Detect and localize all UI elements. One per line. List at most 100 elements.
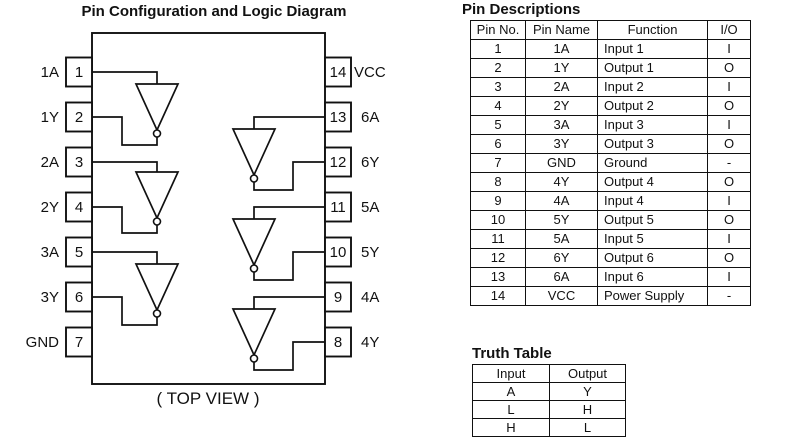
cell-pin-name: 4A [525, 191, 598, 211]
pin-label: 4A [361, 289, 379, 306]
cell-io: I [707, 77, 751, 97]
table-row: 14 VCC Power Supply - [470, 286, 751, 306]
pin-box [65, 56, 93, 88]
cell-function: Output 5 [597, 210, 708, 230]
cell-io: I [707, 229, 751, 249]
col-header-input: Input [472, 364, 550, 383]
top-view-caption: ( TOP VIEW ) [157, 389, 260, 408]
pin-6: 6 3Y [41, 281, 93, 313]
pin-number: 11 [330, 199, 346, 216]
table-row: A Y [472, 382, 626, 401]
col-header-io: I/O [707, 20, 751, 40]
cell-pin-name: 1A [525, 39, 598, 59]
cell-function: Output 2 [597, 96, 708, 116]
table-row: 1 1A Input 1 I [470, 39, 751, 59]
pin-number: 13 [330, 109, 347, 126]
pin-box [324, 326, 352, 358]
pin-box [324, 236, 352, 268]
inverter-gate-3 [134, 263, 180, 318]
cell-function: Output 1 [597, 58, 708, 78]
cell-io: - [707, 286, 751, 306]
cell-pin-no: 14 [470, 286, 526, 306]
cell-function: Input 6 [597, 267, 708, 287]
inverter-gate-4 [231, 308, 277, 363]
cell-pin-name: 1Y [525, 58, 598, 78]
inverter-gate-1 [134, 83, 180, 138]
cell-input: L [472, 400, 550, 419]
cell-io: O [707, 58, 751, 78]
inverter-bubble-icon [249, 174, 259, 183]
cell-function: Input 4 [597, 191, 708, 211]
pin-configuration-diagram: Pin Configuration and Logic Diagram [26, 3, 386, 408]
col-header-output: Output [549, 364, 626, 383]
pin-number: 14 [330, 64, 347, 81]
pin-label: 6A [361, 109, 379, 126]
inverter-triangle [134, 263, 180, 313]
pin-number: 4 [75, 199, 83, 216]
pin-box [324, 56, 352, 88]
cell-pin-name: 3A [525, 115, 598, 135]
inverter-gate-6 [231, 128, 277, 183]
cell-io: O [707, 134, 751, 154]
table-row: 7 GND Ground - [470, 153, 751, 173]
inverter-gate-2 [134, 171, 180, 226]
col-header-pin-name: Pin Name [525, 20, 598, 40]
cell-pin-name: GND [525, 153, 598, 173]
cell-pin-name: 6A [525, 267, 598, 287]
pin-number: 6 [75, 289, 83, 306]
pin-4: 4 2Y [41, 191, 93, 223]
pin-box [65, 236, 93, 268]
pin-label: 3Y [41, 289, 59, 306]
cell-io: - [707, 153, 751, 173]
inverter-triangle [134, 171, 180, 221]
table-row: 6 3Y Output 3 O [470, 134, 751, 154]
pin-11: 11 5A [324, 191, 379, 223]
pin-label: 1A [41, 64, 59, 81]
cell-pin-name: 6Y [525, 248, 598, 268]
pin-box [324, 101, 352, 133]
pin-7: 7 GND [26, 326, 93, 358]
wire-input-gate1 [92, 71, 158, 84]
table-row: 12 6Y Output 6 O [470, 248, 751, 268]
wire-input-gate4 [253, 296, 325, 309]
table-row: 4 2Y Output 2 O [470, 96, 751, 116]
pin-box [65, 326, 93, 358]
pin-label: 5Y [361, 244, 379, 261]
pin-14: 14 VCC [324, 56, 386, 88]
cell-pin-no: 1 [470, 39, 526, 59]
cell-pin-no: 3 [470, 77, 526, 97]
pin-box [65, 191, 93, 223]
pin-2: 2 1Y [41, 101, 93, 133]
pin-number: 5 [75, 244, 83, 261]
cell-input: H [472, 418, 550, 437]
truth-table: Input Output A Y L H H L [472, 364, 626, 437]
cell-pin-name: VCC [525, 286, 598, 306]
pin-number: 1 [75, 64, 83, 81]
inverter-triangle [231, 128, 277, 178]
inverter-triangle [134, 83, 180, 133]
inverter-bubble-icon [152, 129, 162, 138]
cell-pin-no: 2 [470, 58, 526, 78]
pin-number: 12 [330, 154, 347, 171]
inverter-bubble-icon [152, 309, 162, 318]
wire-output-gate5 [253, 251, 325, 281]
wire-output-gate2 [92, 206, 158, 234]
pin-descriptions-table: Pin No. Pin Name Function I/O 1 1A Input… [470, 20, 751, 306]
pin-number: 3 [75, 154, 83, 171]
cell-output: H [549, 400, 626, 419]
col-header-function: Function [597, 20, 708, 40]
pin-box [324, 281, 352, 313]
cell-function: Output 3 [597, 134, 708, 154]
wire-output-gate6 [253, 161, 325, 191]
cell-io: I [707, 191, 751, 211]
cell-output: Y [549, 382, 626, 401]
inverter-bubble-icon [249, 354, 259, 363]
pin-number: 10 [330, 244, 347, 261]
cell-io: I [707, 267, 751, 287]
pin-1: 1 1A [41, 56, 93, 88]
inverter-triangle [231, 218, 277, 268]
pin-descriptions-heading: Pin Descriptions [462, 1, 581, 18]
pin-box [65, 101, 93, 133]
cell-function: Input 2 [597, 77, 708, 97]
